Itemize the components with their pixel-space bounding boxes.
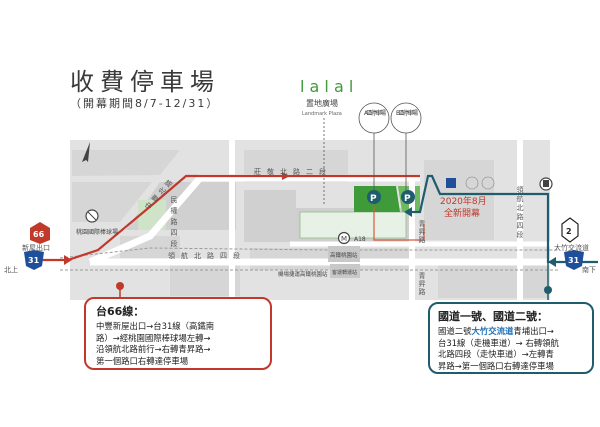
route-box-right-line: 台31線（走機車道）→ 右轉領航 <box>438 337 559 348</box>
landmark-logo-name-en: Landmark Plaza <box>302 111 342 117</box>
shield-national-2: 2 <box>561 217 579 243</box>
exit-label-left: 新屋出口 <box>22 243 50 252</box>
poi-metro-code: A18 <box>354 236 366 243</box>
route-box-right-line: 北路四段（走快車道）→左轉青 <box>438 349 554 359</box>
lot-a-marker: A區停車場 <box>358 102 390 190</box>
route-red-branch <box>373 206 425 241</box>
lot-b-label: B區停車場 <box>396 109 418 117</box>
route-teal-arrow-right <box>548 257 556 267</box>
landmark-logo-glyph: l a l a l <box>300 77 353 96</box>
route-red-arrow-left <box>64 255 72 265</box>
shield-highway-31-right: 31 <box>564 250 584 270</box>
svg-text:2: 2 <box>566 227 572 236</box>
svg-text:66: 66 <box>33 230 45 239</box>
road-label-right-vertical: 領航北路四段 <box>516 185 524 240</box>
route-box-right-line1-post: 青埔出口→ <box>513 326 554 336</box>
road-label-qingpu-1: 青昇路 <box>418 219 426 244</box>
brand-logo-1 <box>446 178 456 188</box>
poi-park: 桃園國際棒球場 <box>76 209 118 236</box>
page-title: 收費停車場 <box>70 68 220 96</box>
route-box-left-line: 第一個路口右轉達停車場 <box>96 355 189 366</box>
route-box-left-line: 路）→經桃園國際棒球場左轉→ <box>96 332 211 343</box>
svg-text:31: 31 <box>568 256 580 265</box>
route-box-right-highlight: 大竹交流道 <box>471 326 514 336</box>
lot-b-marker: B區停車場 <box>390 102 422 190</box>
poi-service-block <box>330 264 360 278</box>
road-label-lower: 領航北路四段 <box>168 251 246 260</box>
parking-icon-a: P <box>367 190 381 204</box>
shield-provincial-66: 66 <box>30 222 50 244</box>
poi-station-label: 高鐵桃園站 <box>330 251 358 259</box>
route-box-left-title: 台66線： <box>96 305 145 318</box>
route-box-left-line: 沿領航北路前行→右轉青昇路→ <box>96 344 211 354</box>
route-teal-arrow-bottom <box>404 207 412 217</box>
city-blocks <box>70 140 550 300</box>
north-arrow-icon <box>82 142 90 162</box>
poi-station-block <box>328 246 360 262</box>
road-label-qingpu-2: 青昇路 <box>418 271 426 296</box>
highway-label-left: 北上 <box>4 265 18 274</box>
road-label-top: 莊敬北路二段 <box>254 167 332 176</box>
opening-line-1: 2020年8月 <box>440 195 487 207</box>
left-box-pointer-dot <box>116 282 124 290</box>
route-box-right-line: 昇路→第一個路口右轉達停車場 <box>438 360 554 371</box>
brand-logo-3 <box>481 176 495 190</box>
poi-metro-symbol: M <box>341 235 347 243</box>
svg-text:31: 31 <box>28 256 40 265</box>
svg-text:P: P <box>404 194 411 204</box>
route-box-right: 國道一號、國道二號： 國道二號大竹交流道青埔出口→ 台31線（走機車道）→ 右轉… <box>428 302 594 374</box>
parking-icon-b: P <box>401 190 415 204</box>
route-teal <box>406 174 598 264</box>
route-box-right-line1-pre: 國道二號 <box>438 326 472 336</box>
poi-service-label: 客運轉運站 <box>332 269 357 276</box>
lot-a-label: A區停車場 <box>364 109 386 117</box>
highway-label-right: 南下 <box>582 265 596 274</box>
route-box-right-title: 國道一號、國道二號： <box>438 310 548 323</box>
right-box-pointer-dot <box>544 286 552 294</box>
poi-bus <box>539 177 553 191</box>
svg-text:P: P <box>370 194 377 204</box>
poi-metro-station-label: 機場捷運高鐵桃園站（A18） <box>278 270 349 278</box>
brand-logo-2 <box>465 176 479 190</box>
poi-metro: M A18 <box>337 231 366 245</box>
route-box-left: 台66線： 中豐新屋出口→台31線（高鐵南 路）→經桃園國際棒球場左轉→ 沿領航… <box>84 297 272 370</box>
road-label-left-vertical: 民權路四段 <box>170 196 178 251</box>
opening-line-2: 全新開幕 <box>444 207 480 219</box>
landmark-logo: l a l a l 置地廣場 Landmark Plaza <box>300 77 353 206</box>
exit-label-right: 大竹交流道 <box>554 243 589 252</box>
poi-park-label: 桃園國際棒球場 <box>76 228 118 236</box>
landmark-logo-name: 置地廣場 <box>306 98 338 108</box>
route-box-right-line: 國道二號大竹交流道青埔出口→ <box>438 326 584 338</box>
page-subtitle: （開幕期間8/7-12/31） <box>70 97 220 110</box>
route-box-left-line: 中豐新屋出口→台31線（高鐵南 <box>96 321 215 331</box>
route-red-arrow-top <box>282 172 290 180</box>
brand-logos <box>446 176 495 190</box>
route-red <box>42 174 420 262</box>
shield-highway-31-left: 31 <box>24 250 44 270</box>
